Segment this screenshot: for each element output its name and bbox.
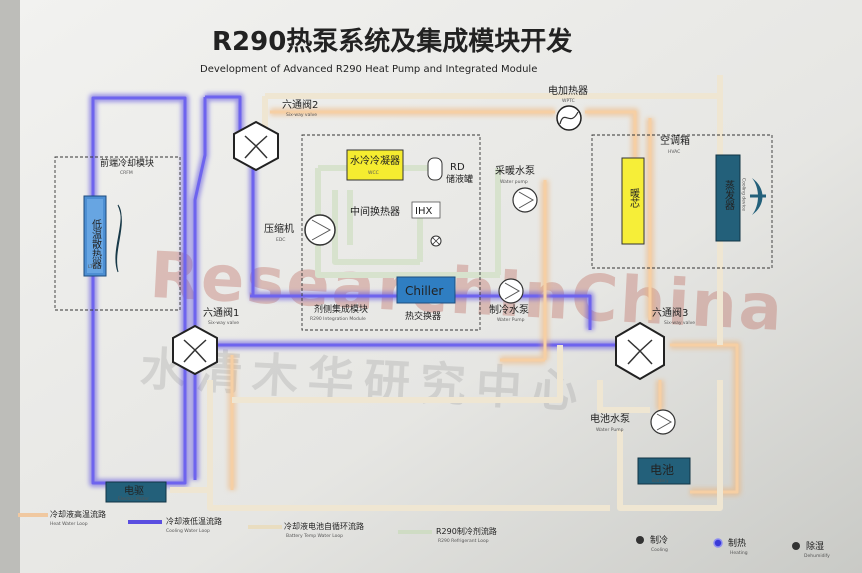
diagram-title: R290热泵系统及集成模块开发 [212, 26, 572, 57]
mode-cooling-dot [636, 536, 644, 544]
six-way-valve-3-label: 六通阀3 [652, 306, 688, 319]
integration-module-box [301, 134, 481, 331]
electric-motor: 电驱 Electric Motor [105, 481, 167, 503]
hvac-label: 空调箱 [660, 134, 690, 147]
legend-refrigerant-label: R290制冷剂流路 [436, 526, 497, 536]
six-way-valve-2-sub: Six-way valve [286, 112, 317, 118]
lt-radiator-sub: LTR [88, 264, 96, 270]
mode-heating-dot [713, 538, 723, 548]
cooling-pump-sub: Water Pump [497, 317, 525, 323]
six-way-valve-1: 六通阀1 Six-way valve [172, 306, 239, 376]
battery: 电池 Battery [637, 457, 691, 485]
diagram-subtitle: Development of Advanced R290 Heat Pump a… [200, 64, 537, 75]
compressor-sub: EDC [276, 237, 285, 243]
intermediate-heat-exchanger: 中间换热器 IHX [350, 201, 442, 247]
cooling-water-pump: 制冷水泵 Water Pump [489, 278, 529, 323]
legend-hot-sub: Heat Water Loop [50, 521, 88, 527]
battery-sub: Battery [652, 478, 669, 484]
electric-heater-label: 电加热器 [548, 84, 588, 97]
hvac-fan-icon [750, 178, 766, 215]
mode-dehumidify-dot [792, 542, 800, 550]
compressor-label: 压缩机 [264, 222, 294, 235]
front-cooling-sub: CRFM [120, 170, 133, 176]
hvac-sub: HVAC [668, 149, 680, 155]
motor-label: 电驱 [124, 484, 144, 497]
chiller-label: Chiller [405, 284, 443, 298]
mode-heating-label: 制热 [728, 537, 746, 549]
heating-pump-label: 采暖水泵 [495, 164, 535, 177]
electric-heater-sub: WPTC [562, 98, 575, 104]
rd-label: RD [450, 162, 465, 173]
heater-core-label: 暖芯 [628, 187, 640, 208]
hot-loop [228, 108, 741, 496]
compressor: 压缩机 EDC [264, 214, 336, 246]
six-way-valve-1-label: 六通阀1 [203, 306, 239, 319]
lt-radiator-label: 低温散热器 [90, 218, 102, 270]
integration-module-label: 剂侧集成模块 [314, 303, 368, 315]
battery-pump-label: 电池水泵 [590, 412, 630, 425]
front-cooling-label: 前端冷却模块 [100, 157, 154, 169]
battery-label: 电池 [650, 463, 674, 477]
heating-pump-sub: Water pump [500, 179, 528, 185]
legend-cold-label: 冷却液低温流路 [166, 516, 222, 526]
legend-battery-label: 冷却液电池自循环流路 [284, 521, 364, 531]
front-cooling-box [54, 156, 181, 311]
evaporator-label: 蒸发器 [723, 180, 735, 211]
ihx-label: 中间换热器 [350, 205, 400, 218]
six-way-valve-3: 六通阀3 Six-way valve [615, 306, 695, 381]
mode-cooling-sub: Cooling [651, 547, 668, 553]
left-shadow [0, 0, 20, 573]
water-cooled-condenser: 水冷冷凝器 WCC [346, 149, 404, 181]
evaporator-sub: Cooling device [741, 178, 747, 211]
heating-water-pump: 采暖水泵 Water pump [495, 164, 538, 213]
six-way-valve-2-label: 六通阀2 [282, 98, 318, 111]
legend-cold-sub: Cooling Water Loop [166, 528, 210, 534]
chiller: Chiller 热交换器 [396, 276, 456, 322]
battery-water-pump: 电池水泵 Water Pump [590, 409, 676, 435]
legend-refrigerant-sub: R290 Refrigerant Loop [438, 538, 489, 544]
cooling-pump-label: 制冷水泵 [489, 303, 529, 316]
mode-heating-sub: Heating [730, 550, 748, 556]
radiator-fan-icon [115, 204, 122, 273]
chiller-sub: 热交换器 [405, 310, 441, 322]
lt-radiator: 低温散热器 LTR [83, 195, 107, 277]
legend-battery-sub: Battery Temp Water Loop [286, 533, 343, 539]
mode-dehumidify-label: 除湿 [806, 540, 824, 552]
mode-cooling-label: 制冷 [650, 534, 668, 546]
heater-core: 暖芯 [621, 157, 645, 245]
evaporator: 蒸发器 Cooling device [715, 154, 747, 242]
mode-dehumidify-sub: Dehumidify [804, 553, 830, 559]
wcc-sub: WCC [368, 170, 379, 176]
six-way-valve-3-sub: Six-way valve [664, 320, 695, 326]
receiver-drier: RD 储液罐 [427, 157, 473, 185]
battery-pump-sub: Water Pump [596, 427, 624, 433]
legend-hot-label: 冷却液高温流路 [50, 509, 106, 519]
rd-sub: 储液罐 [446, 173, 473, 185]
six-way-valve-1-sub: Six-way valve [208, 320, 239, 326]
motor-sub: Electric Motor [118, 496, 149, 502]
electric-heater: 电加热器 WPTC [548, 84, 588, 131]
integration-module-sub: R290 Integration Module [310, 316, 366, 322]
six-way-valve-2: 六通阀2 Six-way valve [233, 98, 318, 172]
legend: 冷却液高温流路 Heat Water Loop 冷却液低温流路 Cooling … [18, 509, 830, 559]
hvac-box [591, 134, 773, 269]
ihx-tag: IHX [415, 206, 432, 217]
wcc-label: 水冷冷凝器 [350, 154, 400, 167]
